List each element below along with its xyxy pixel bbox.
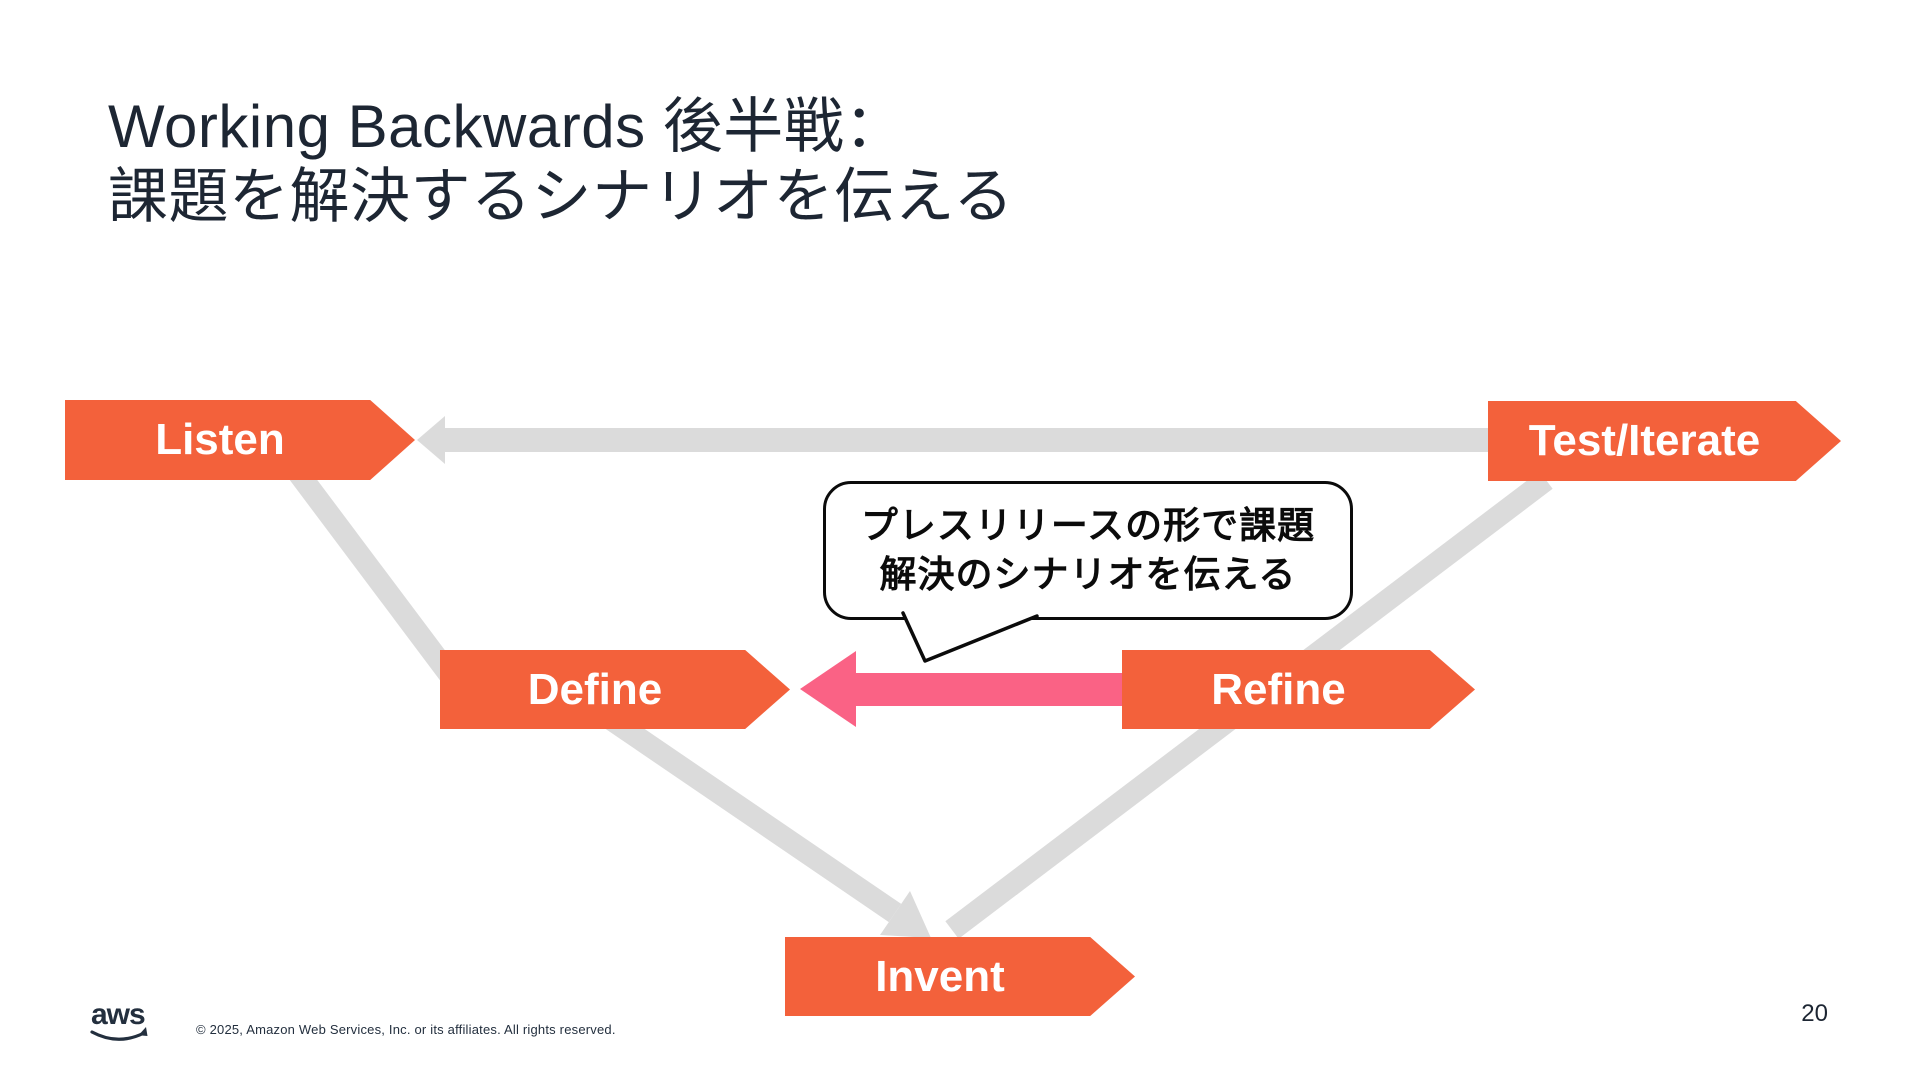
arrowhead-left-icon — [417, 416, 445, 464]
slide-title-line2: 課題を解決するシナリオを伝える — [108, 163, 1014, 231]
page-number: 20 — [1801, 1000, 1828, 1027]
pink-arrowhead-icon — [800, 651, 856, 727]
node-refine-label: Refine — [1211, 664, 1346, 714]
copyright-text: © 2025, Amazon Web Services, Inc. or its… — [196, 1022, 616, 1037]
node-test-iterate-label: Test/Iterate — [1528, 416, 1761, 465]
slide-title-line1: Working Backwards 後半戦： — [108, 93, 905, 160]
callout-line1: プレスリリースの形で課題 — [860, 504, 1316, 546]
slide-title: Working Backwards 後半戦： 課題を解決するシナリオを伝える — [108, 92, 1014, 232]
arrowhead-down-right-icon — [880, 891, 931, 938]
node-invent-label: Invent — [875, 951, 1005, 1001]
callout-tail-icon — [901, 611, 1039, 663]
arrow-define-to-invent — [583, 695, 931, 938]
node-listen: Listen — [65, 400, 415, 480]
callout-bubble: プレスリリースの形で課題 解決のシナリオを伝える — [823, 481, 1353, 620]
node-define-label: Define — [527, 664, 663, 714]
arrow-test-to-listen — [417, 416, 1492, 464]
node-listen-label: Listen — [155, 415, 285, 464]
aws-logo: aws — [90, 998, 148, 1041]
node-define: Define — [440, 650, 790, 729]
aws-logo-text: aws — [91, 998, 145, 1031]
aws-smile-icon — [90, 1030, 146, 1041]
aws-smile-arrow-icon — [138, 1027, 148, 1036]
node-test-iterate: Test/Iterate — [1488, 401, 1841, 481]
node-invent: Invent — [785, 937, 1135, 1016]
callout-line2: 解決のシナリオを伝える — [879, 553, 1297, 595]
node-refine: Refine — [1122, 650, 1475, 729]
